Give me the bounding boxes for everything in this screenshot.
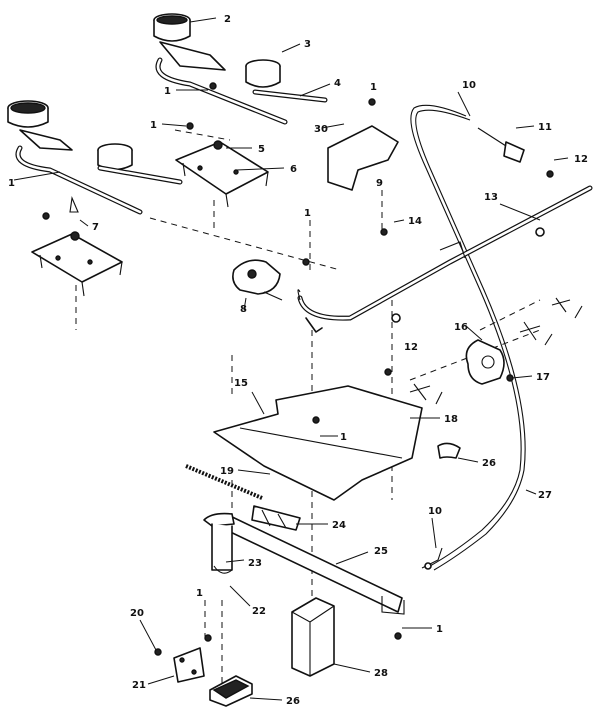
callout-28: 28	[374, 668, 388, 679]
callout-1d: 1	[8, 178, 15, 189]
callout-3: 3	[304, 39, 311, 50]
callout-22: 22	[252, 606, 266, 617]
callout-12a: 12	[574, 154, 588, 165]
heat-shield-30	[327, 98, 399, 191]
manifold-and-valves	[232, 104, 593, 571]
callout-labels: 2 3 1 4 1 10 11 1 5 30 12 1 6 9 13 7 14 …	[8, 14, 588, 707]
callout-1f: 1	[340, 432, 347, 443]
callout-1e: 1	[304, 208, 311, 219]
callout-26a: 26	[482, 458, 496, 469]
callout-25: 25	[374, 546, 388, 557]
callout-5: 5	[258, 144, 265, 155]
callout-21: 21	[132, 680, 146, 691]
callout-4: 4	[334, 78, 341, 89]
callout-15: 15	[234, 378, 248, 389]
callout-16: 16	[454, 322, 468, 333]
callout-30: 30	[314, 124, 328, 135]
callout-8: 8	[240, 304, 247, 315]
callout-1a: 1	[164, 86, 171, 97]
callout-9: 9	[376, 178, 383, 189]
leader-lines	[13, 17, 569, 701]
lower-manifold-25	[203, 505, 443, 615]
callout-20: 20	[130, 608, 144, 619]
center-burner-assembly	[153, 13, 328, 208]
callout-7: 7	[92, 222, 99, 233]
bottom-hardware	[154, 597, 402, 707]
left-burner-assembly	[7, 100, 183, 297]
callout-19: 19	[220, 466, 234, 477]
callout-1g: 1	[196, 588, 203, 599]
callout-27: 27	[538, 490, 552, 501]
callout-18: 18	[444, 414, 458, 425]
callout-2: 2	[224, 14, 231, 25]
callout-11: 11	[538, 122, 552, 133]
callout-1b: 1	[370, 82, 377, 93]
callout-23: 23	[248, 558, 262, 569]
callout-10b: 10	[428, 506, 442, 517]
callout-1h: 1	[436, 624, 443, 635]
callout-1c: 1	[150, 120, 157, 131]
callout-10a: 10	[462, 80, 476, 91]
callout-6: 6	[290, 164, 297, 175]
callout-17: 17	[536, 372, 550, 383]
callout-13: 13	[484, 192, 498, 203]
callout-26b: 26	[286, 696, 300, 707]
callout-12b: 12	[404, 342, 418, 353]
burner-box-15	[213, 385, 423, 501]
callout-24: 24	[332, 520, 346, 531]
callout-14: 14	[408, 216, 422, 227]
